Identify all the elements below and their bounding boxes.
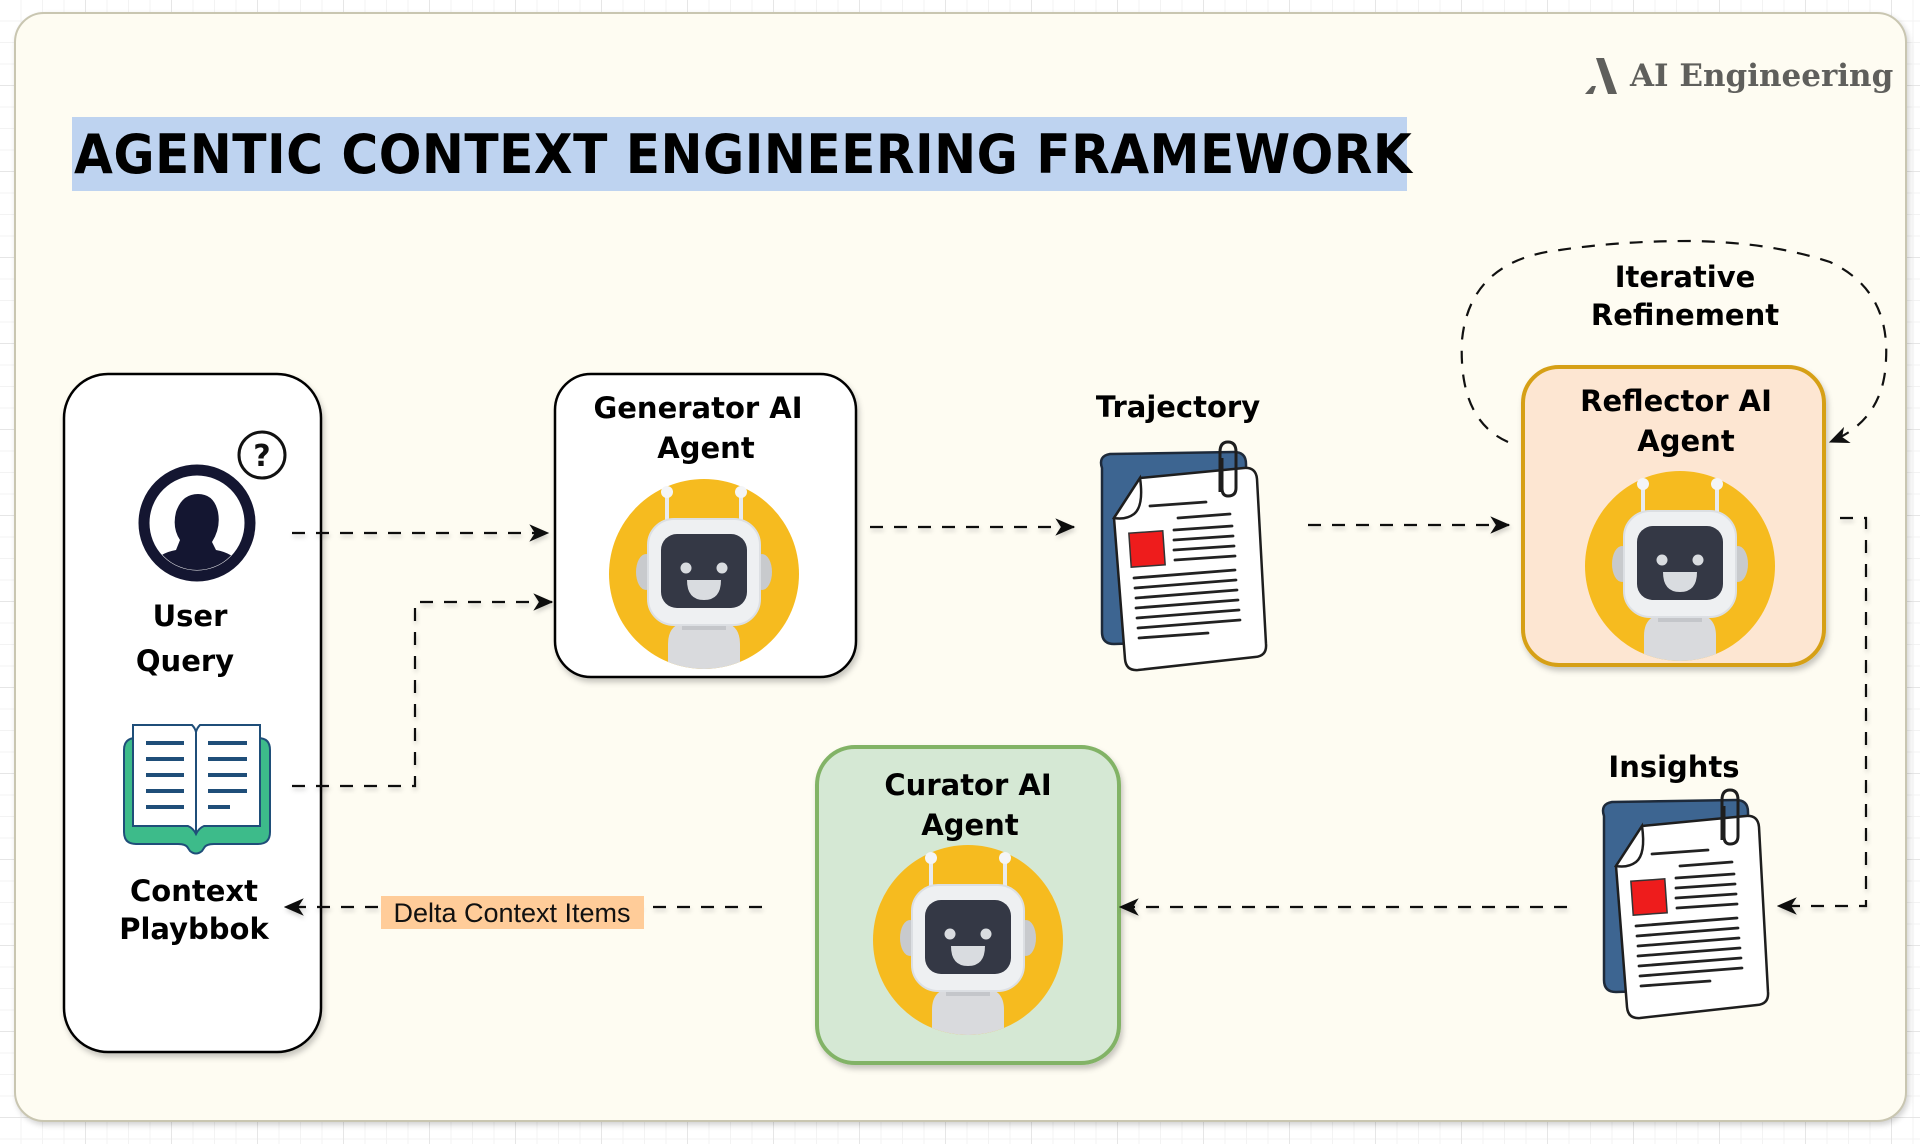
trajectory-document-icon[interactable]	[1099, 440, 1268, 672]
iterative-refinement-label-line1: Iterative	[1615, 260, 1756, 294]
generator-agent-node[interactable]: Generator AI Agent	[553, 372, 858, 679]
edge-reflector-to-insights	[1776, 516, 1868, 915]
user-query-label-line2: Query	[136, 644, 234, 678]
delta-context-label: Delta Context Items	[393, 898, 630, 928]
page-title-band: AGENTIC CONTEXT ENGINEERING FRAMEWORK	[72, 117, 1412, 191]
context-playbook-label-line2: Playbbok	[119, 912, 269, 946]
reflector-label-line2: Agent	[1637, 424, 1735, 458]
trajectory-label: Trajectory	[1096, 390, 1260, 424]
iterative-refinement-loop-arrow	[1460, 239, 1888, 444]
user-query-label-line1: User	[153, 599, 228, 633]
brand-name: AI Engineering	[1630, 58, 1894, 94]
insights-document-icon[interactable]	[1601, 788, 1770, 1020]
ai-engineering-logo-icon	[1585, 58, 1617, 94]
open-book-icon	[123, 724, 271, 855]
curator-label-line1: Curator AI	[884, 768, 1051, 802]
robot-icon	[873, 845, 1063, 1035]
robot-icon	[1585, 471, 1775, 661]
brand-logo: AI Engineering	[1584, 56, 1893, 96]
user-question-icon: ?	[138, 430, 287, 582]
reflector-label-line1: Reflector AI	[1580, 384, 1772, 418]
insights-label: Insights	[1608, 750, 1739, 784]
input-panel[interactable]	[62, 372, 323, 1054]
page-title: AGENTIC CONTEXT ENGINEERING FRAMEWORK	[74, 122, 1413, 186]
context-playbook-label-line1: Context	[130, 874, 258, 908]
curator-agent-node[interactable]: Curator AI Agent	[815, 745, 1121, 1065]
reflector-agent-node[interactable]: Reflector AI Agent	[1521, 365, 1826, 667]
curator-label-line2: Agent	[921, 808, 1019, 842]
generator-label-line1: Generator AI	[593, 391, 802, 425]
iterative-refinement-label-line2: Refinement	[1591, 298, 1779, 332]
delta-context-label-bg	[381, 896, 644, 929]
question-mark-icon: ?	[253, 439, 270, 474]
generator-label-line2: Agent	[657, 431, 755, 465]
edge-playbook-to-generator	[292, 593, 554, 788]
robot-icon	[609, 479, 799, 669]
